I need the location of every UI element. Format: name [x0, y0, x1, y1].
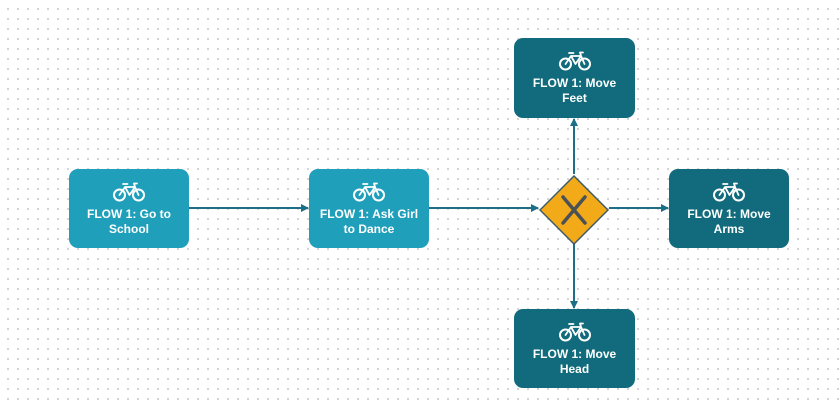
node-label: FLOW 1: Go to School [87, 206, 171, 236]
flow-node-ask-girl-to-dance[interactable]: FLOW 1: Ask Girl to Dance [309, 169, 429, 248]
flow-node-move-arms[interactable]: FLOW 1: Move Arms [669, 169, 789, 248]
bicycle-icon [353, 182, 385, 201]
node-label: FLOW 1: Ask Girl to Dance [319, 206, 419, 236]
node-label: FLOW 1: Move Arms [687, 206, 771, 236]
bicycle-icon [113, 182, 145, 201]
bicycle-icon [558, 322, 591, 341]
flow-node-move-head[interactable]: FLOW 1: Move Head [514, 309, 635, 388]
flow-node-go-to-school[interactable]: FLOW 1: Go to School [69, 169, 189, 248]
flow-node-move-feet[interactable]: FLOW 1: Move Feet [514, 38, 635, 118]
gateway-x-icon [561, 195, 587, 225]
bicycle-icon [713, 182, 745, 201]
exclusive-gateway[interactable] [539, 175, 609, 245]
bicycle-icon [558, 51, 591, 71]
node-label: FLOW 1: Move Head [532, 346, 617, 376]
node-label: FLOW 1: Move Feet [532, 76, 617, 105]
